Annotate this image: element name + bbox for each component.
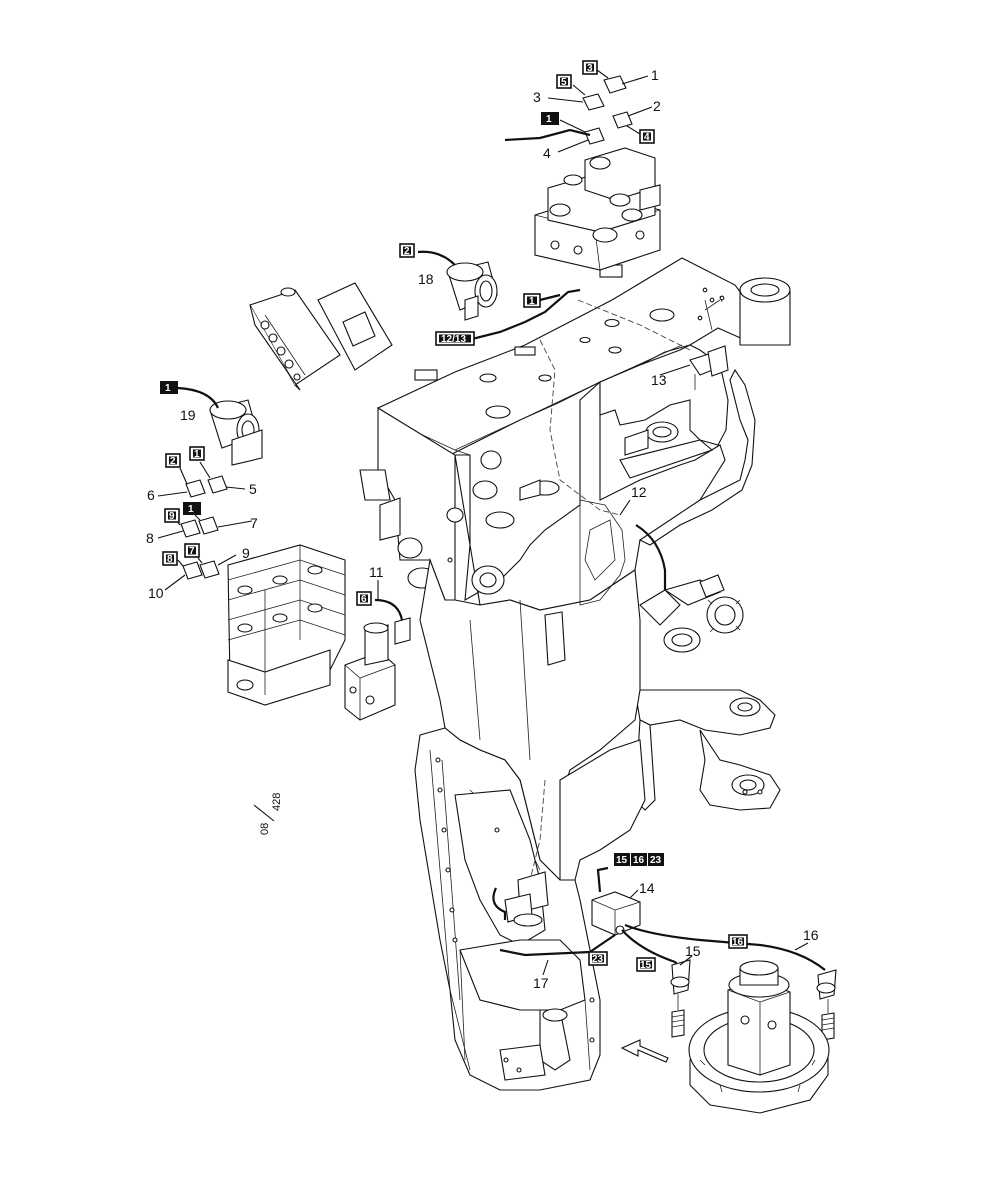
- callout-18: 18: [418, 271, 434, 287]
- callout-13: 13: [651, 372, 667, 388]
- unit-17: [492, 871, 549, 927]
- callout-4: 4: [543, 145, 551, 161]
- svg-text:15: 15: [616, 855, 628, 866]
- svg-text:12/13: 12/13: [441, 334, 466, 345]
- svg-text:1: 1: [529, 296, 535, 307]
- slewing-ring: [688, 960, 830, 1114]
- callout-2: 2: [653, 98, 661, 114]
- callout-5: 5: [249, 481, 257, 497]
- callout-3: 3: [533, 89, 541, 105]
- svg-text:23: 23: [592, 954, 604, 965]
- callout-1: 1: [651, 67, 659, 83]
- boxed-labels: 3 5 1 4 1 2 1 9 1 8 7 6 1 2 12/13 1 15 1…: [160, 60, 748, 972]
- sensor-13: [689, 345, 729, 390]
- svg-text:1: 1: [546, 114, 552, 125]
- svg-text:1: 1: [194, 449, 200, 460]
- motor-18: [417, 250, 498, 321]
- sensor-12: [635, 524, 744, 653]
- box-label-23-bottom: 23: [588, 951, 608, 966]
- sensor-15: [670, 959, 691, 1038]
- control-box: [249, 282, 393, 391]
- callout-17: 17: [533, 975, 549, 991]
- wires-bottom: [499, 866, 826, 971]
- direction-arrow: [620, 1039, 669, 1063]
- callout-9: 9: [242, 545, 250, 561]
- callout-15: 15: [685, 943, 701, 959]
- box-label-7-left: 7: [184, 543, 200, 558]
- callout-6: 6: [147, 487, 155, 503]
- callout-11: 11: [369, 564, 384, 580]
- valve-block-top: [534, 147, 661, 271]
- svg-text:15: 15: [640, 960, 652, 971]
- svg-text:5: 5: [561, 77, 567, 88]
- svg-text:1: 1: [165, 383, 171, 394]
- side-code-top: 08: [259, 823, 271, 835]
- side-code-bottom: 428: [271, 793, 283, 811]
- box-label-2-motor18: 2: [399, 243, 415, 258]
- solenoid-11: [344, 598, 411, 721]
- box-label-1-left: 1: [189, 446, 205, 461]
- motor-19: [177, 386, 263, 466]
- box-label-4-top: 4: [639, 129, 655, 144]
- side-code: 08 428: [253, 793, 283, 835]
- svg-text:2: 2: [404, 246, 410, 257]
- box-label-12-13: 12/13: [435, 331, 475, 346]
- callout-8: 8: [146, 530, 154, 546]
- callout-7: 7: [250, 515, 258, 531]
- svg-text:2: 2: [170, 456, 176, 467]
- callout-numbers: 1 2 3 4 5 6 7 8 9 10 11 12 13 14 15 16 1…: [146, 67, 819, 991]
- svg-text:16: 16: [732, 937, 744, 948]
- wires-upper: [467, 288, 581, 342]
- box-label-16-bottom: 16: [728, 934, 748, 949]
- callout-16: 16: [803, 927, 819, 943]
- box-label-15-16-23: 15 16 23: [614, 853, 664, 866]
- box-label-1-left-b: 1: [183, 502, 201, 515]
- svg-text:8: 8: [167, 554, 173, 565]
- box-label-8-left: 8: [162, 551, 178, 566]
- svg-text:3: 3: [587, 63, 593, 74]
- svg-text:16: 16: [633, 855, 645, 866]
- box-label-1-wire: 1: [523, 293, 541, 308]
- box-14: [591, 891, 641, 936]
- svg-text:9: 9: [169, 511, 175, 522]
- box-label-15-bottom: 15: [636, 957, 656, 972]
- svg-text:7: 7: [189, 546, 195, 557]
- box-label-6-solenoid: 6: [356, 591, 372, 606]
- rivets: [435, 287, 763, 1073]
- box-label-5-top: 5: [556, 74, 572, 89]
- box-label-2-left: 2: [165, 453, 181, 468]
- main-frame: [359, 257, 791, 1091]
- sensor-16: [816, 969, 837, 1041]
- svg-text:6: 6: [361, 594, 367, 605]
- svg-text:1: 1: [188, 504, 194, 515]
- box-label-9-left: 9: [164, 508, 180, 523]
- callout-12: 12: [631, 484, 647, 500]
- leader-lines: [157, 69, 809, 976]
- box-label-3-top: 3: [582, 60, 598, 75]
- callout-10: 10: [148, 585, 164, 601]
- box-label-1-top: 1: [541, 112, 559, 125]
- valve-stack-left: [227, 544, 346, 706]
- box-label-1-motor19: 1: [160, 381, 178, 394]
- svg-text:23: 23: [650, 855, 662, 866]
- connector-group-left: [180, 475, 228, 580]
- callout-19: 19: [180, 407, 196, 423]
- callout-14: 14: [639, 880, 655, 896]
- svg-text:4: 4: [644, 132, 650, 143]
- connector-group-top: [504, 75, 633, 145]
